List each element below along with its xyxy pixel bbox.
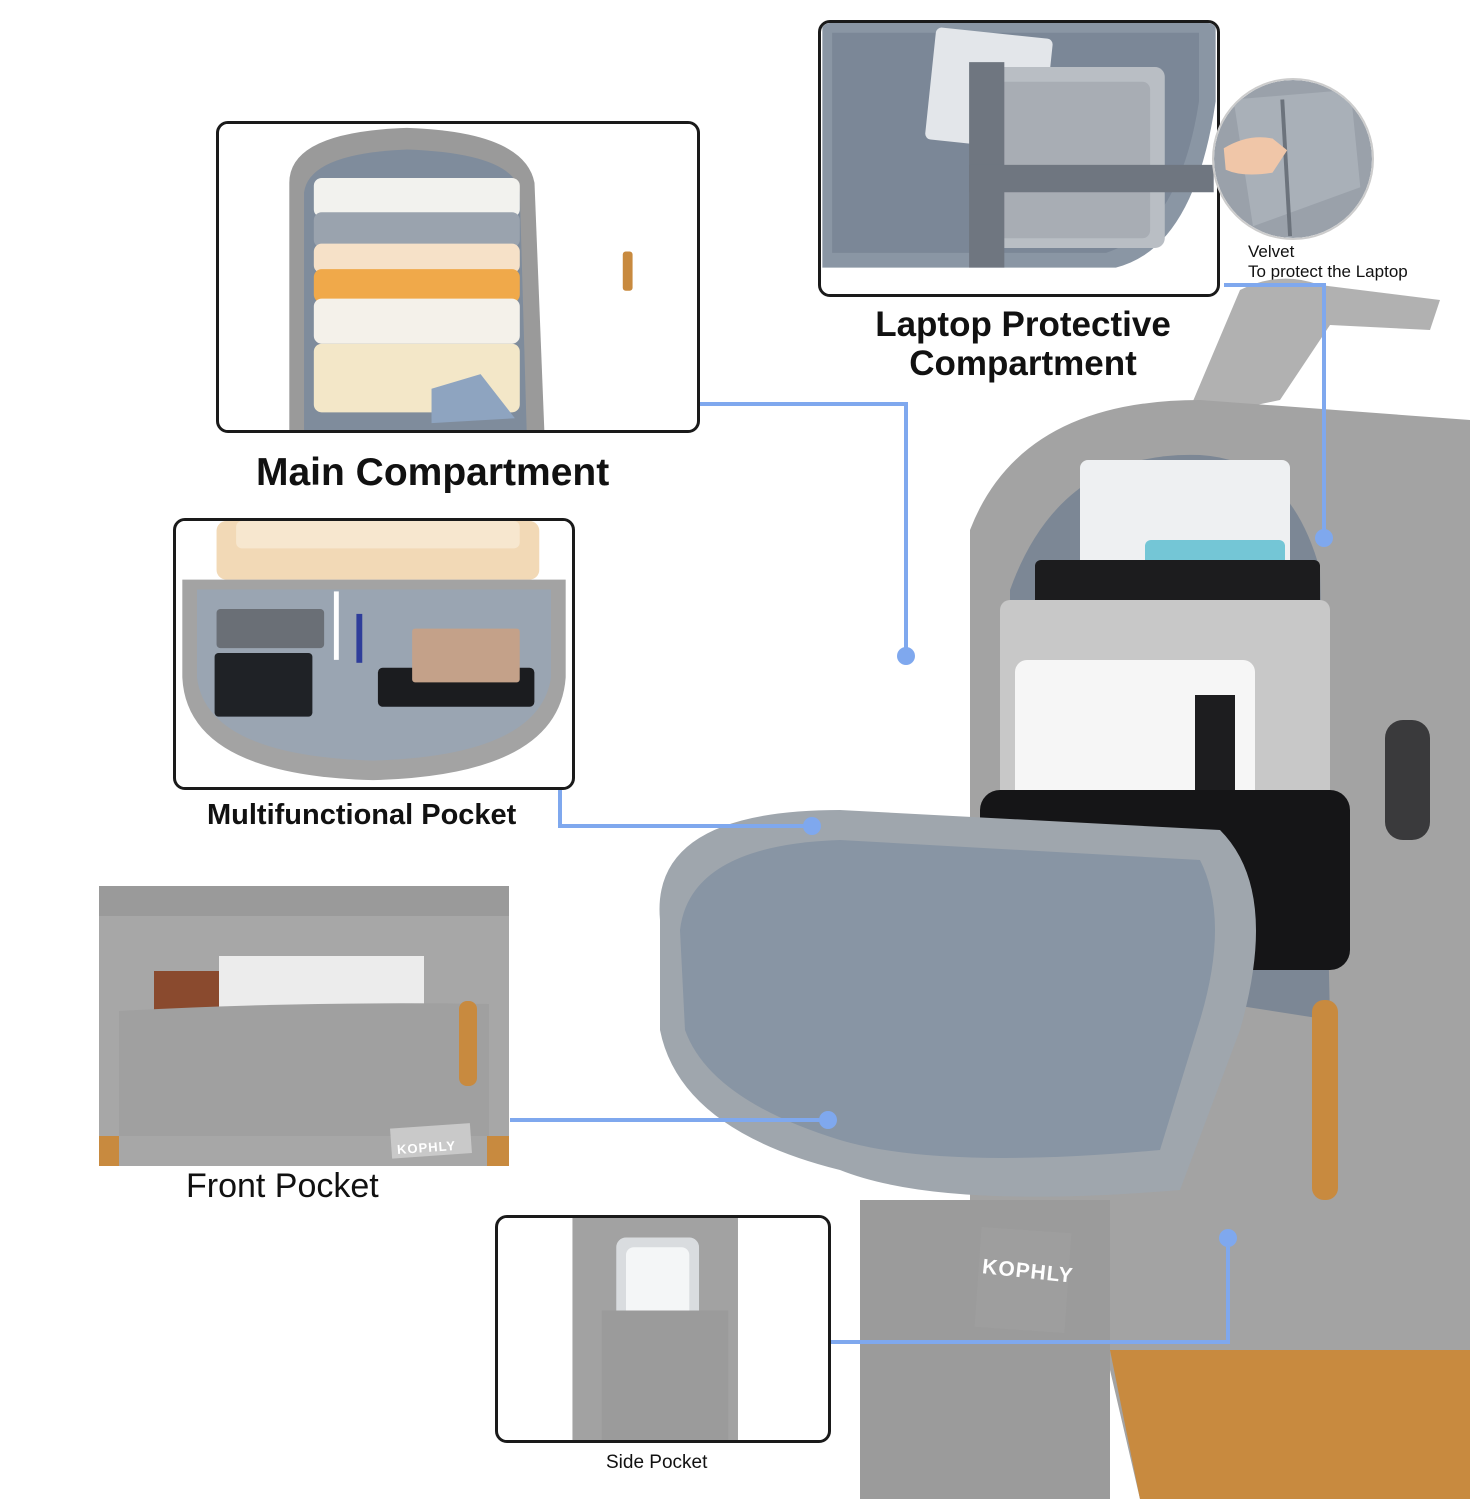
main-compartment-caption: Main Compartment: [256, 451, 610, 494]
laptop-compartment-illustration: [822, 23, 1216, 294]
usb-port-icon: [1385, 720, 1430, 840]
multifunctional-pocket-panel: [173, 518, 575, 790]
side-pocket-caption: Side Pocket: [606, 1452, 708, 1473]
multifunctional-pocket-illustration: [177, 521, 571, 787]
side-pocket-illustration: [499, 1218, 827, 1440]
velvet-lining-detail: [1212, 78, 1374, 240]
laptop-compartment-caption-line2: Compartment: [909, 343, 1137, 383]
front-pocket-panel: KOPHLY: [99, 886, 509, 1166]
multifunctional-pocket-caption: Multifunctional Pocket: [207, 799, 517, 831]
backpack-illustration: [659, 278, 1470, 1499]
laptop-compartment-panel: [818, 20, 1220, 297]
velvet-caption: Velvet To protect the Laptop: [1248, 242, 1408, 281]
main-compartment-illustration: [220, 124, 696, 430]
velvet-caption-line1: Velvet: [1248, 242, 1295, 261]
laptop-compartment-caption-line1: Laptop Protective: [875, 305, 1171, 344]
velvet-caption-line2: To protect the Laptop: [1248, 261, 1408, 281]
front-pocket-caption: Front Pocket: [186, 1167, 379, 1205]
front-pocket-illustration: [99, 886, 509, 1166]
velvet-lining-illustration: [1214, 80, 1372, 238]
side-pocket-panel: [495, 1215, 831, 1443]
main-compartment-panel: [216, 121, 700, 433]
laptop-compartment-caption: Laptop Protective Compartment: [818, 305, 1228, 383]
